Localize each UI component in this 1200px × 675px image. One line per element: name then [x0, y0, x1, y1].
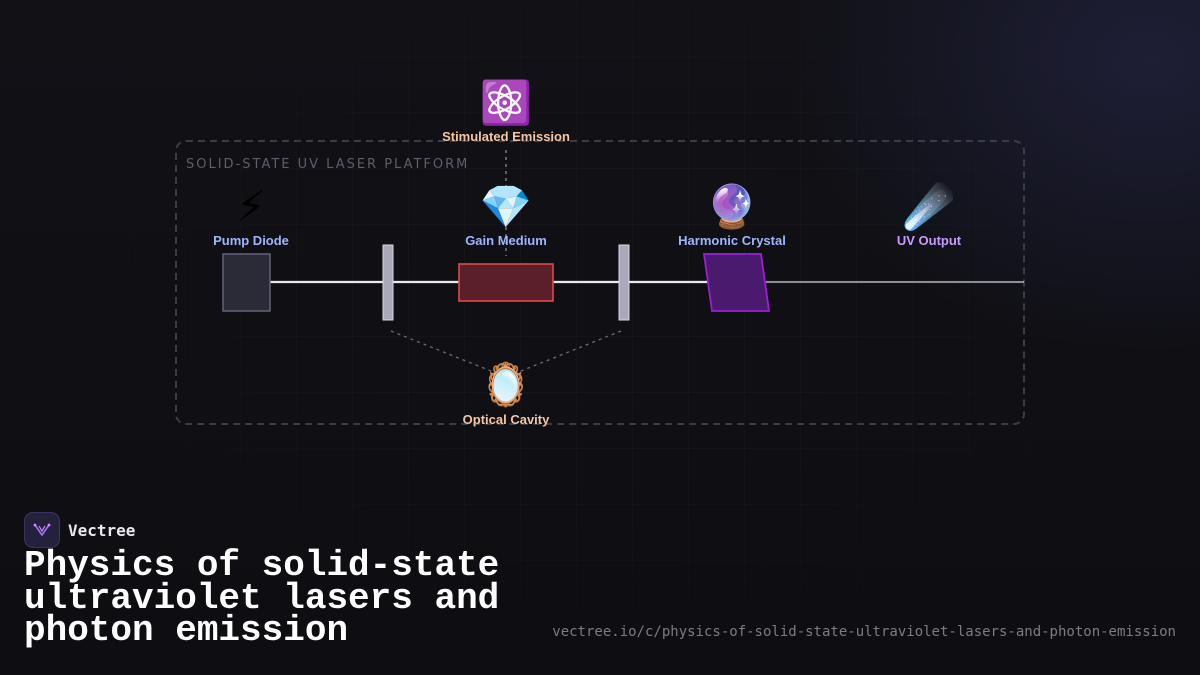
mirror-icon: 🪞 — [479, 360, 533, 409]
vectree-logo-icon — [24, 512, 60, 548]
background-grid — [128, 0, 1072, 675]
gem-icon: 💎 — [479, 182, 533, 231]
right-mirror — [618, 244, 630, 321]
platform-title: SOLID-STATE UV LASER PLATFORM — [186, 157, 470, 172]
cavity-link-right — [515, 330, 622, 374]
uv-output-label: UV Output — [896, 233, 962, 248]
harmonic-crystal-label: Harmonic Crystal — [678, 233, 786, 248]
page-url: vectree.io/c/physics-of-solid-state-ultr… — [552, 624, 1176, 640]
brand: Vectree — [24, 512, 135, 548]
lightning-icon: ⚡ — [236, 182, 266, 231]
harmonic-crystal-block — [702, 253, 771, 312]
left-mirror — [382, 244, 394, 321]
optical-cavity-label: Optical Cavity — [462, 412, 550, 427]
pump-diode-label: Pump Diode — [213, 233, 289, 248]
cavity-link-left — [390, 330, 497, 374]
gain-medium-block — [458, 263, 554, 302]
crystal-ball-icon: 🔮 — [705, 182, 759, 231]
atom-icon: ⚛️ — [479, 78, 533, 127]
comet-icon: ☄️ — [902, 182, 956, 231]
brand-name: Vectree — [68, 520, 136, 540]
gain-medium-label: Gain Medium — [465, 233, 547, 248]
page-title: Physics of solid-state ultraviolet laser… — [24, 545, 500, 651]
stimulated-emission-label: Stimulated Emission — [442, 129, 570, 144]
pump-diode-block — [222, 253, 271, 312]
